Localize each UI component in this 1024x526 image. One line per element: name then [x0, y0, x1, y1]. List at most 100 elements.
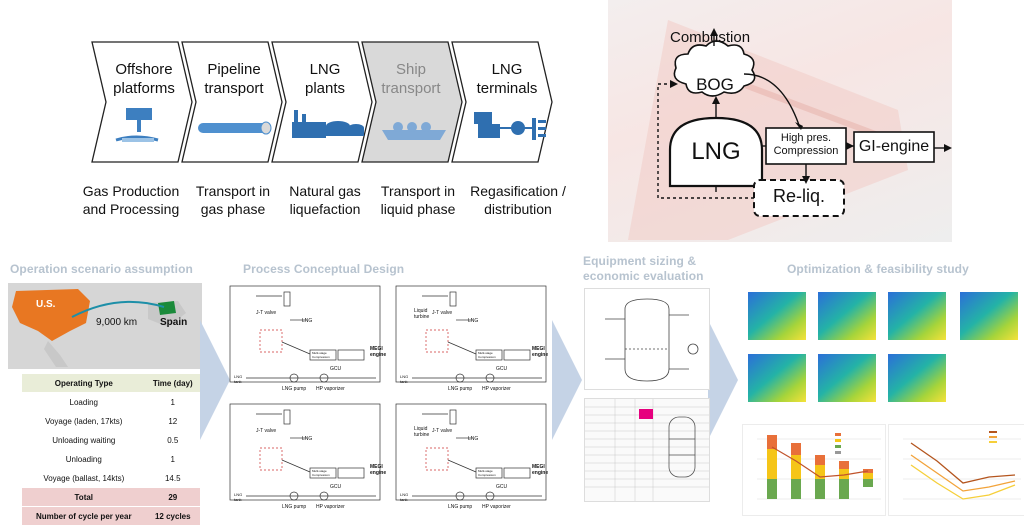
gi-engine-label: GI-engine	[858, 138, 930, 155]
label-lng: LNG	[468, 436, 479, 442]
table-cell: Number of cycle per year	[22, 506, 146, 526]
heatmap-cells	[748, 292, 1018, 402]
terminal-icon	[474, 112, 546, 140]
bar-stack	[767, 435, 873, 499]
bog-cloud	[673, 40, 756, 97]
flow-arrow-2	[552, 320, 582, 440]
table-cell: 12	[145, 411, 200, 431]
process-flowsheet-svg	[229, 285, 547, 501]
bog-diagram-svg	[628, 20, 952, 240]
line-series-1	[910, 442, 1016, 484]
label-lng: LNG	[468, 318, 479, 324]
map-origin-label: U.S.	[36, 299, 56, 310]
label-gcu: GCU	[496, 484, 508, 490]
label-liquid-turbine: Liquid turbine	[414, 426, 430, 438]
label-lng-pump: LNG pump	[282, 504, 307, 510]
lng-tank-shape	[668, 116, 764, 188]
stage-desc-ship: Transport in liquid phase	[380, 183, 456, 217]
table-header-type: Operating Type	[22, 374, 146, 393]
table-cell: 0.5	[145, 430, 200, 450]
equipment-spreadsheet	[584, 398, 710, 502]
spain-shape	[158, 301, 176, 315]
flow-arrow-3	[708, 320, 738, 440]
process-quadrant-tl	[229, 285, 381, 383]
stage-desc-offshore: Gas Production and Processing	[82, 183, 180, 217]
label-gcu: GCU	[330, 484, 342, 490]
line-series-3	[910, 464, 1016, 500]
label-jt-valve: J-T valve	[432, 310, 453, 316]
lng-label: LNG	[691, 138, 741, 165]
ship-icon	[382, 122, 446, 140]
table-cell: Voyage (laden, 17kts)	[22, 411, 146, 431]
cost-line-chart	[888, 424, 1024, 516]
bar-legend	[835, 433, 841, 454]
label-megi: MEGI engine	[370, 464, 387, 476]
map-distance-label: 9,000 km	[96, 317, 138, 328]
label-liquid-turbine: Liquid turbine	[414, 308, 430, 320]
table-cell: 12 cycles	[145, 506, 200, 526]
heatmap-grid	[742, 288, 1024, 418]
table-row: Voyage (ballast, 14kts)14.5	[22, 468, 200, 488]
table-header-row: Operating Type Time (day)	[22, 374, 200, 393]
table-row: Voyage (laden, 17kts)12	[22, 411, 200, 431]
offshore-platform-icon	[115, 108, 159, 142]
label-multi-comp: Multi-stage Compression	[478, 469, 496, 477]
table-header-time: Time (day)	[145, 374, 200, 393]
label-gcu: GCU	[496, 366, 508, 372]
bog-label: BOG	[696, 75, 734, 94]
label-multi-comp: Multi-stage Compression	[312, 351, 330, 359]
pipeline-icon	[198, 121, 272, 135]
stage-desc-terminals: Regasification / distribution	[470, 183, 566, 217]
label-megi: MEGI engine	[532, 346, 549, 358]
gi-engine-box	[853, 131, 935, 163]
stage-desc-lng-plants: Natural gas liquefaction	[289, 183, 361, 217]
label-megi: MEGI engine	[370, 346, 387, 358]
table-cell: 14.5	[145, 468, 200, 488]
section-title-operation: Operation scenario assumption	[10, 262, 193, 276]
map-destination-label: Spain	[160, 317, 188, 328]
bog-diagram-panel	[608, 0, 952, 242]
label-lng-tank: LNG tank	[234, 374, 243, 384]
label-lng-tank: LNG tank	[400, 374, 409, 384]
label-multi-comp: Multi-stage Compression	[478, 351, 496, 359]
process-quadrant-br	[395, 403, 547, 501]
label-multi-comp: Multi-stage Compression	[312, 469, 330, 477]
label-lng-pump: LNG pump	[282, 386, 307, 392]
table-cell: Total	[22, 487, 146, 507]
section-title-equipment: Equipment sizing & economic evaluation	[583, 254, 704, 283]
compression-box	[765, 127, 847, 165]
process-quadrant-bl	[229, 403, 381, 501]
table-cell: 29	[145, 487, 200, 507]
label-lng-pump: LNG pump	[448, 504, 473, 510]
spreadsheet-highlight	[639, 409, 653, 419]
stage-title-pipeline: Pipeline transport	[204, 61, 264, 97]
stage-title-offshore: Offshore platforms	[113, 61, 175, 97]
label-jt-valve: J-T valve	[256, 428, 277, 434]
section-title-process: Process Conceptual Design	[243, 262, 405, 276]
process-quadrant-tr	[395, 285, 547, 383]
table-cell: Unloading	[22, 449, 146, 469]
label-hp-vap: HP vaporizer	[482, 386, 511, 392]
equipment-sketch	[584, 288, 710, 390]
flow-arrow-1	[200, 320, 230, 440]
combustion-label: Combustion	[670, 29, 751, 46]
section-title-optimization: Optimization & feasibility study	[787, 262, 969, 276]
reliq-box	[753, 179, 845, 217]
line-legend	[989, 431, 997, 443]
stage-title-ship: Ship transport	[381, 61, 441, 97]
label-jt-valve: J-T valve	[432, 428, 453, 434]
label-lng-tank: LNG tank	[400, 492, 409, 502]
label-hp-vap: HP vaporizer	[482, 504, 511, 510]
us-shape	[12, 289, 90, 341]
table-cell: Loading	[22, 392, 146, 412]
process-diagrams: J-T valve LNG Multi-stage Compression GC…	[226, 282, 550, 516]
lng-plant-icon	[292, 110, 364, 138]
route-line	[71, 300, 165, 318]
label-gcu: GCU	[330, 366, 342, 372]
label-hp-vap: HP vaporizer	[316, 386, 345, 392]
